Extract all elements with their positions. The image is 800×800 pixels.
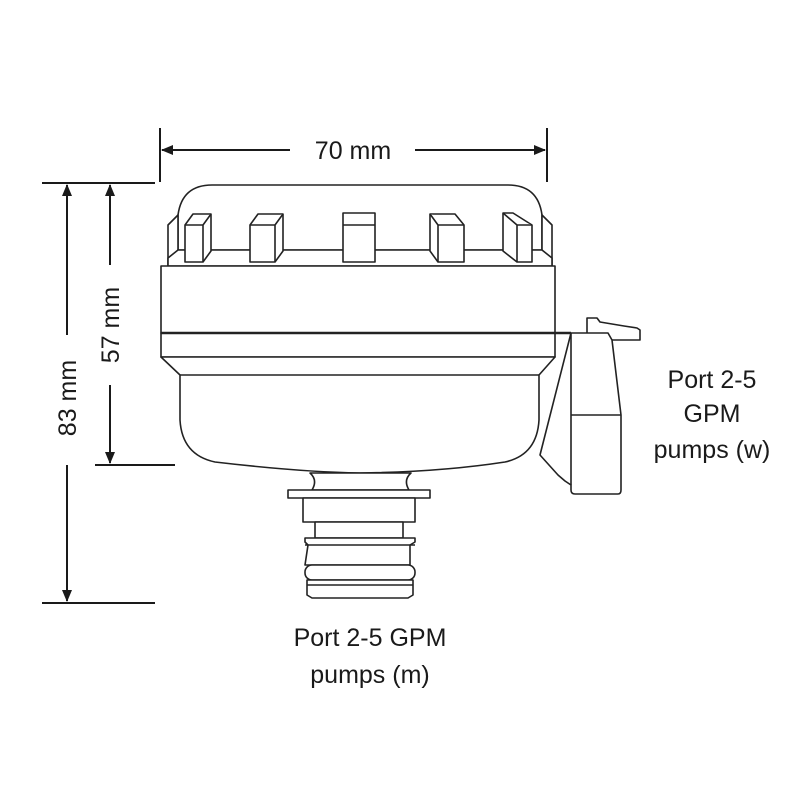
side-port-label-line-2: GPM bbox=[684, 400, 741, 428]
width-label: 70 mm bbox=[315, 137, 391, 165]
body-height-label: 57 mm bbox=[97, 287, 125, 363]
filter-housing bbox=[160, 184, 641, 599]
side-port bbox=[539, 317, 641, 495]
cap-lugs bbox=[184, 212, 533, 263]
bottom-port-label-line-2: pumps (m) bbox=[310, 661, 429, 689]
side-port-label: Port 2-5 GPM pumps (w) bbox=[654, 366, 771, 464]
width-dimension: 70 mm bbox=[159, 128, 548, 182]
body-band bbox=[160, 265, 556, 334]
total-height-label: 83 mm bbox=[54, 360, 82, 436]
bottom-port bbox=[287, 472, 431, 599]
body-height-dimension: 57 mm bbox=[95, 184, 175, 466]
side-port-label-line-3: pumps (w) bbox=[654, 436, 771, 464]
side-port-label-line-1: Port 2-5 bbox=[668, 366, 757, 394]
bottom-port-label: Port 2-5 GPM pumps (m) bbox=[294, 624, 447, 689]
bottom-port-label-line-1: Port 2-5 GPM bbox=[294, 624, 447, 652]
total-height-dimension: 83 mm bbox=[42, 182, 155, 604]
